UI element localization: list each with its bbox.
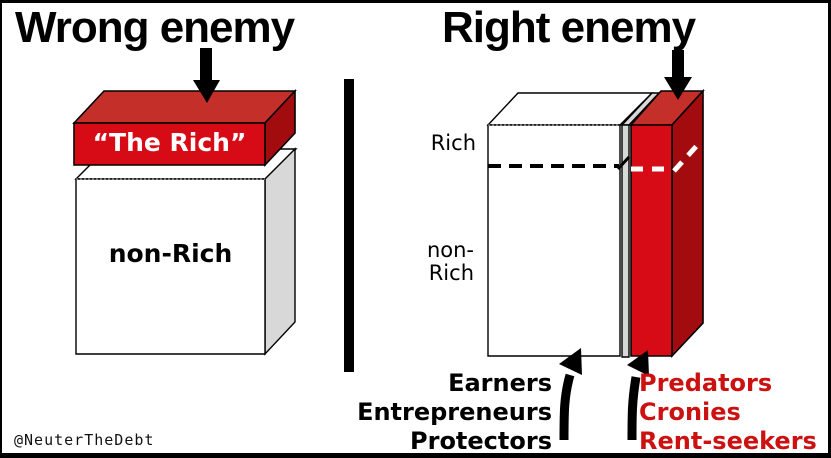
entrepreneurs-label: Entrepreneurs [357, 398, 552, 426]
earners-group-label: Earners Entrepreneurs Protectors [357, 369, 552, 455]
protectors-label: Protectors [410, 427, 552, 455]
the-rich-label: “The Rich” [92, 128, 247, 157]
gray-sliver-front-face [621, 124, 630, 358]
non-rich-section-label: non- Rich [427, 239, 474, 285]
left-box-side-face [264, 147, 296, 356]
non-rich-line1: non- [426, 238, 474, 262]
non-rich-label: non-Rich [108, 239, 233, 268]
bent-arrow-icon [627, 350, 649, 441]
predators-group-label: Predators Cronies Rent-seekers [639, 369, 817, 455]
slab-divider-dashed-line-side [672, 138, 704, 173]
right-panel-title: Right enemy [442, 3, 696, 52]
right-slab-side-face [671, 88, 704, 359]
left-slab-top-face [72, 90, 297, 124]
wrong-enemy-diagram [72, 48, 298, 356]
diagram-art [72, 48, 705, 441]
left-panel-title: Wrong enemy [15, 3, 295, 52]
right-slab-front-face [630, 124, 673, 357]
non-rich-line2: Rich [428, 261, 474, 285]
left-slab-front-face [73, 122, 266, 166]
predators-label: Predators [639, 369, 773, 397]
down-arrow-icon [664, 50, 692, 100]
right-enemy-diagram [486, 50, 705, 441]
divider-bar [344, 79, 354, 372]
cronies-label: Cronies [639, 398, 741, 426]
divider-jog-line [616, 155, 631, 171]
earners-label: Earners [448, 369, 552, 397]
bent-arrow-icon [559, 348, 582, 441]
rich-section-label: Rich [430, 131, 476, 155]
down-arrow-icon [193, 48, 220, 103]
right-box-front-face [487, 124, 621, 357]
watermark: @NeuterTheDebt [14, 431, 155, 449]
rent-seekers-label: Rent-seekers [639, 427, 817, 455]
